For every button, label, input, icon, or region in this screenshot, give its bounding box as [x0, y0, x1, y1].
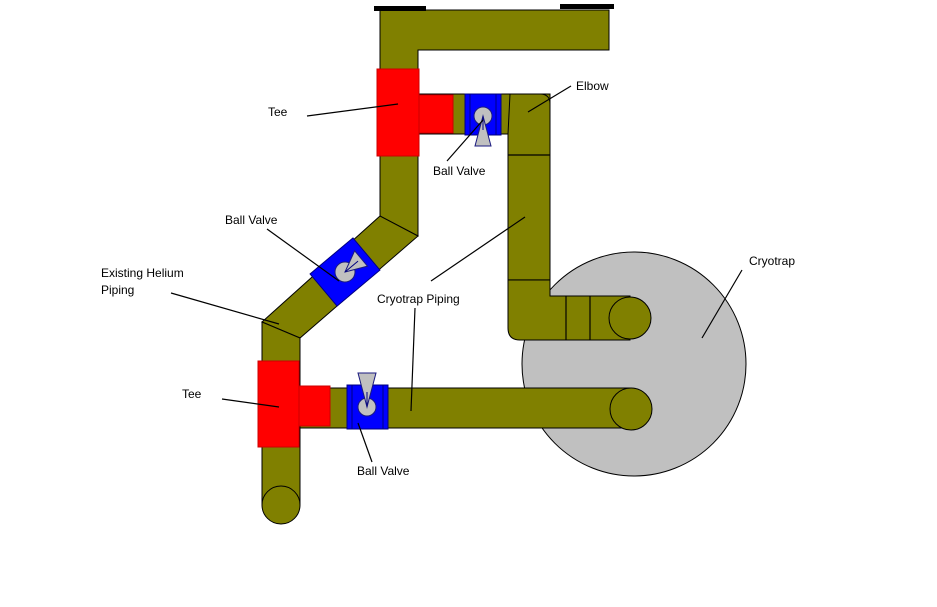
label-ball-valve-lower: Ball Valve: [357, 464, 410, 478]
existing-pipe-top-run: [379, 9, 610, 71]
leader-cryotrap-piping-lower: [410, 307, 416, 412]
leader-tee-lower: [221, 398, 280, 408]
label-ball-valve-upper: Ball Valve: [433, 164, 486, 178]
label-tee-upper: Tee: [268, 105, 288, 119]
label-cryotrap: Cryotrap: [749, 254, 795, 268]
leader-ball-valve-upper: [446, 119, 484, 162]
leader-cryotrap: [701, 269, 743, 339]
label-existing-helium-line1: Existing Helium: [101, 266, 184, 280]
tee-upper-branch: [418, 94, 454, 134]
leader-tee-upper: [306, 103, 399, 117]
ball-valve-lower: [346, 372, 389, 430]
ball-valve-diagonal: [309, 237, 381, 307]
cryotrap-pipe-upper-inlet: [507, 279, 631, 341]
leader-elbow: [527, 85, 572, 113]
leader-ball-valve-diagonal: [266, 228, 340, 282]
label-ball-valve-diagonal: Ball Valve: [225, 213, 278, 227]
label-cryotrap-piping: Cryotrap Piping: [377, 292, 460, 306]
flange-right: [560, 4, 614, 9]
leader-existing-helium: [170, 292, 280, 325]
cryotrap-inlet-lower-port: [609, 387, 653, 431]
cryotrap-vessel: [521, 251, 747, 477]
tee-upper-body: [376, 68, 420, 157]
label-tee-lower: Tee: [182, 387, 202, 401]
tee-lower-body: [257, 360, 300, 448]
tee-lower-branch: [298, 385, 331, 427]
flange-left: [374, 6, 426, 11]
elbow-pipe: [507, 93, 551, 281]
leader-cryotrap-piping-upper: [430, 216, 526, 282]
cryotrap-inlet-upper-port: [608, 296, 652, 340]
existing-pipe-end-cap: [261, 485, 301, 525]
leader-ball-valve-lower: [357, 422, 373, 463]
label-elbow: Elbow: [576, 79, 609, 93]
label-existing-helium-line2: Piping: [101, 283, 134, 297]
ball-valve-upper: [464, 93, 502, 147]
